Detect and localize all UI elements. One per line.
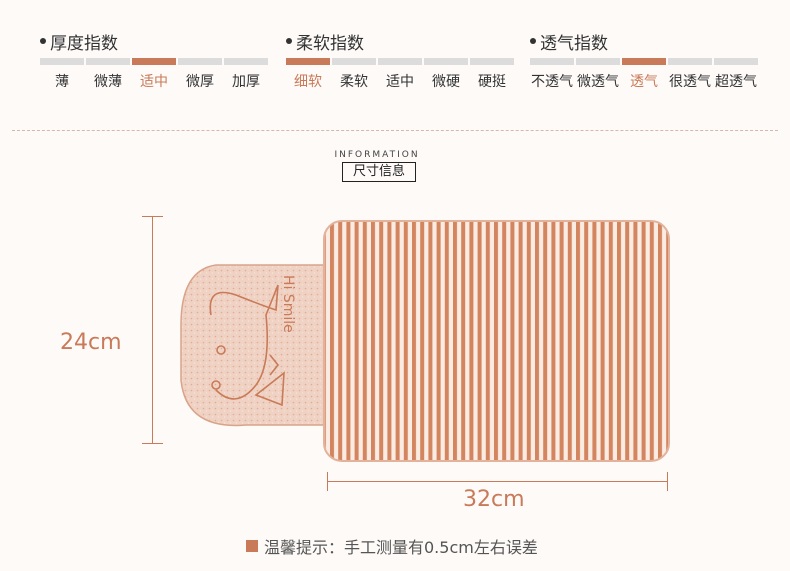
thickness-labels: 薄 微薄 适中 微厚 加厚 (40, 71, 268, 91)
width-dimension-cap-right (667, 472, 668, 491)
thickness-level-label: 微薄 (94, 74, 122, 90)
breathability-level-label: 透气 (630, 74, 658, 90)
breathability-bar-segment (714, 58, 758, 65)
breathability-level-label: 很透气 (669, 74, 711, 90)
info-heading-en: INFORMATION (334, 150, 420, 160)
softness-bar-segment (424, 58, 468, 65)
softness-bar-segment (378, 58, 422, 65)
thickness-level-label: 薄 (55, 74, 69, 90)
thickness-level-label: 微厚 (186, 74, 214, 90)
pillow-print-text: Hi Smile (280, 275, 296, 333)
bullet-dot (40, 38, 46, 44)
breathability-level-label: 微透气 (577, 74, 619, 90)
softness-index: 柔软指数 细软 柔软 适中 微硬 硬挺 (286, 30, 514, 91)
pillow-body (323, 220, 670, 462)
breathability-level-label: 不透气 (531, 74, 573, 90)
thickness-level-label: 适中 (140, 74, 168, 90)
width-dimension-cap-left (327, 472, 328, 491)
softness-bar-segment (286, 58, 330, 65)
section-divider (12, 130, 778, 131)
height-label: 24cm (60, 330, 122, 355)
note-text: 温馨提示：手工测量有0.5cm左右误差 (264, 538, 538, 557)
softness-title: 柔软指数 (296, 33, 364, 54)
thickness-bar-segment (86, 58, 130, 65)
softness-level-label: 适中 (386, 74, 414, 90)
baby-pillow-image: Hi Smile (180, 220, 670, 462)
softness-level-label: 柔软 (340, 74, 368, 90)
softness-labels: 细软 柔软 适中 微硬 硬挺 (286, 71, 514, 91)
thickness-index: 厚度指数 薄 微薄 适中 微厚 加厚 (40, 30, 268, 91)
thickness-bar-segment (40, 58, 84, 65)
thickness-bar-segment (132, 58, 176, 65)
height-dimension-line (152, 216, 153, 444)
softness-bar-segment (332, 58, 376, 65)
softness-level-label: 细软 (294, 74, 322, 90)
breathability-index: 透气指数 不透气微透气透气很透气超透气 (530, 30, 758, 91)
width-dimension-line (327, 481, 668, 482)
pillow-head-flap (180, 264, 327, 427)
note-square-icon (246, 540, 258, 552)
breathability-title: 透气指数 (540, 33, 608, 54)
softness-bar-segment (470, 58, 514, 65)
thickness-title: 厚度指数 (50, 33, 118, 54)
bullet-dot (530, 38, 536, 44)
thickness-bar-segment (224, 58, 268, 65)
softness-bar (286, 58, 514, 65)
breathability-bar-segment (576, 58, 620, 65)
cat-face-print (209, 284, 285, 407)
info-heading-zh: 尺寸信息 (342, 162, 416, 182)
breathability-bar-segment (622, 58, 666, 65)
softness-level-label: 硬挺 (478, 74, 506, 90)
breathability-bar (530, 58, 758, 65)
height-dimension-cap-top (142, 216, 163, 217)
measurement-note: 温馨提示：手工测量有0.5cm左右误差 (246, 534, 538, 558)
breathability-level-label: 超透气 (715, 74, 757, 90)
breathability-bar-segment (530, 58, 574, 65)
thickness-level-label: 加厚 (232, 74, 260, 90)
breathability-labels: 不透气微透气透气很透气超透气 (530, 71, 758, 91)
thickness-bar-segment (178, 58, 222, 65)
width-label: 32cm (463, 487, 525, 512)
bullet-dot (286, 38, 292, 44)
height-dimension-cap-bottom (142, 443, 163, 444)
breathability-bar-segment (668, 58, 712, 65)
softness-level-label: 微硬 (432, 74, 460, 90)
thickness-bar (40, 58, 268, 65)
